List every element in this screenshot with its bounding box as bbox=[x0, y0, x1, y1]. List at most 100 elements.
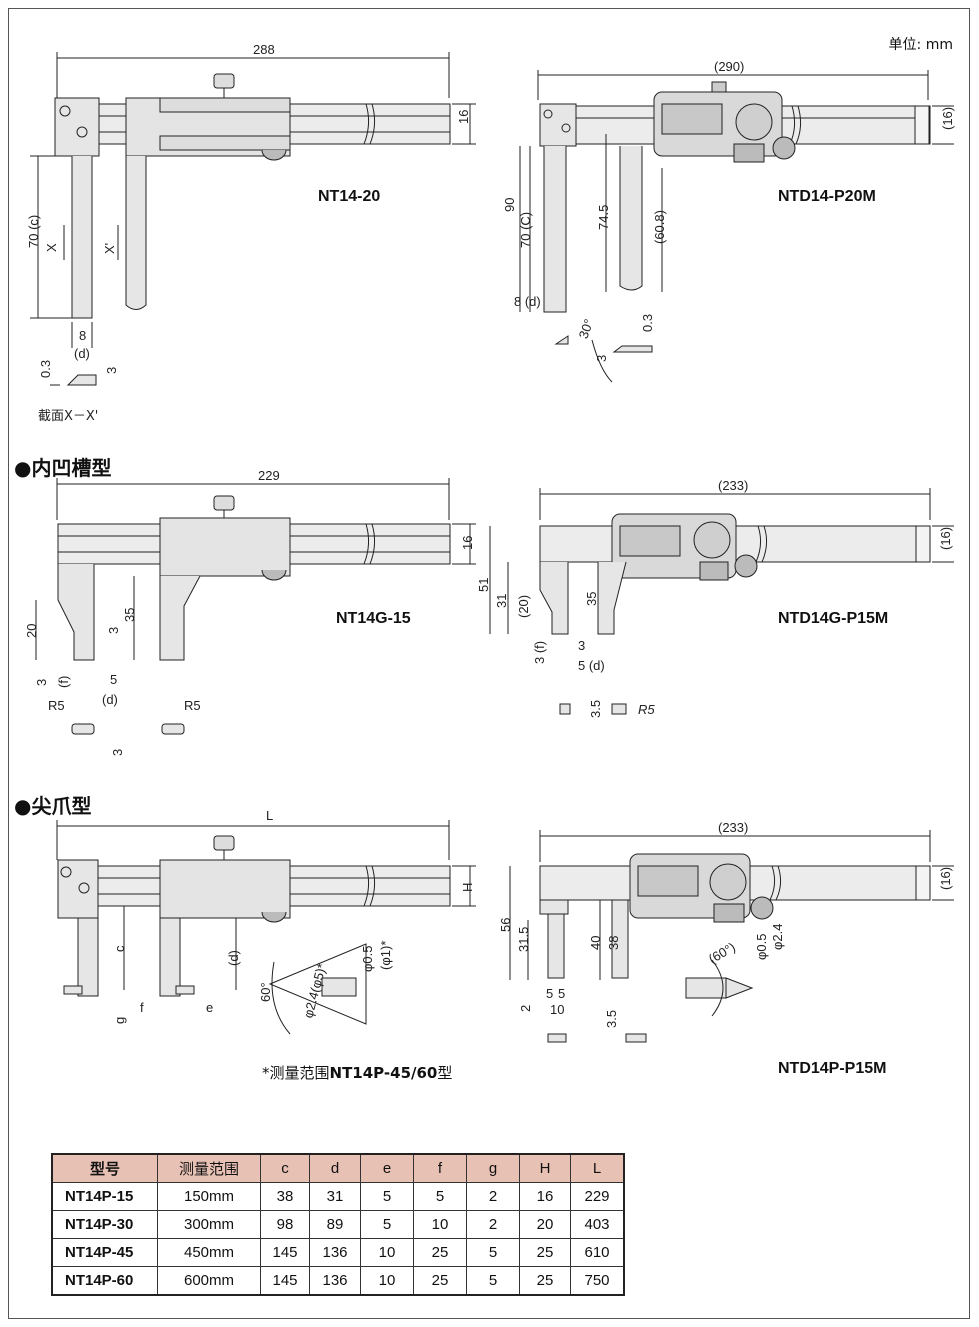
col-header-f: f bbox=[413, 1153, 467, 1183]
cell-h: 20 bbox=[519, 1210, 571, 1239]
svg-text:35: 35 bbox=[122, 608, 137, 622]
cell-model: NT14P-45 bbox=[51, 1238, 158, 1267]
svg-text:(60.8): (60.8) bbox=[652, 210, 667, 244]
svg-text:3: 3 bbox=[106, 627, 121, 634]
svg-text:5 (d): 5 (d) bbox=[578, 658, 605, 673]
svg-text:X': X' bbox=[102, 243, 117, 254]
cell-f: 25 bbox=[413, 1238, 467, 1267]
range-note: *测量范围NT14P-45/60型 bbox=[262, 1062, 452, 1083]
svg-text:(d): (d) bbox=[102, 692, 118, 707]
svg-text:(d): (d) bbox=[74, 346, 90, 361]
section-label: 截面X－X' bbox=[38, 409, 98, 424]
svg-text:(60°): (60°) bbox=[706, 939, 738, 966]
cell-d: 136 bbox=[309, 1238, 361, 1267]
svg-text:16: 16 bbox=[456, 110, 471, 124]
svg-text:φ2.4: φ2.4 bbox=[770, 923, 785, 950]
table-row: NT14P-60 600mm 145 136 10 25 5 25 750 bbox=[51, 1266, 625, 1296]
svg-text:3: 3 bbox=[110, 749, 125, 756]
nt14g-15-drawing: 229 16 20 35 3 3 (f) 5 (d) bbox=[24, 468, 476, 756]
cell-e: 10 bbox=[360, 1266, 414, 1296]
svg-text:3: 3 bbox=[34, 679, 49, 686]
cell-g: 2 bbox=[466, 1182, 520, 1211]
note-models: NT14P-45/60 bbox=[329, 1064, 438, 1082]
page-frame bbox=[8, 8, 970, 1319]
col-header-e: e bbox=[360, 1153, 414, 1183]
cell-range: 450mm bbox=[157, 1238, 261, 1267]
svg-text:51: 51 bbox=[476, 578, 491, 592]
svg-text:φ0.5: φ0.5 bbox=[754, 933, 769, 960]
svg-text:30°: 30° bbox=[576, 317, 597, 341]
cell-range: 600mm bbox=[157, 1266, 261, 1296]
ntd14-p20m-drawing: (290) 90 70 (C) 74.5 ( bbox=[502, 59, 955, 383]
svg-text:c: c bbox=[112, 945, 127, 952]
svg-text:3: 3 bbox=[594, 355, 609, 362]
cell-model: NT14P-60 bbox=[51, 1266, 158, 1296]
cell-range: 150mm bbox=[157, 1182, 261, 1211]
cell-c: 98 bbox=[260, 1210, 310, 1239]
table-row: NT14P-30 300mm 98 89 5 10 2 20 403 bbox=[51, 1210, 625, 1239]
svg-text:8: 8 bbox=[79, 328, 86, 343]
svg-text:16: 16 bbox=[460, 536, 475, 550]
svg-text:(290): (290) bbox=[714, 59, 744, 74]
unit-label: 单位: mm bbox=[888, 37, 953, 53]
svg-text:3: 3 bbox=[578, 638, 585, 653]
cell-c: 38 bbox=[260, 1182, 310, 1211]
model-label-ntd14p-p15m: NTD14P-P15M bbox=[778, 1060, 887, 1077]
section-title-pointed: ●尖爪型 bbox=[14, 794, 92, 818]
svg-text:L: L bbox=[266, 808, 273, 823]
note-suffix: 型 bbox=[437, 1064, 453, 1082]
svg-text:(233): (233) bbox=[718, 478, 748, 493]
svg-text:38: 38 bbox=[606, 936, 621, 950]
cell-l: 610 bbox=[570, 1238, 625, 1267]
cell-g: 2 bbox=[466, 1210, 520, 1239]
cell-e: 5 bbox=[360, 1210, 414, 1239]
svg-text:H: H bbox=[460, 883, 475, 892]
col-header-d: d bbox=[309, 1153, 361, 1183]
cell-model: NT14P-15 bbox=[51, 1182, 158, 1211]
table-row: NT14P-45 450mm 145 136 10 25 5 25 610 bbox=[51, 1238, 625, 1267]
svg-text:(16): (16) bbox=[938, 867, 953, 890]
svg-text:70 (c): 70 (c) bbox=[26, 215, 41, 248]
svg-text:20: 20 bbox=[24, 624, 39, 638]
svg-text:(16): (16) bbox=[938, 527, 953, 550]
cell-l: 750 bbox=[570, 1266, 625, 1296]
spec-table: 型号 测量范围 c d e f g H L NT14P-15 150mm 38 … bbox=[51, 1153, 625, 1296]
svg-text:f: f bbox=[140, 1000, 144, 1015]
svg-text:g: g bbox=[112, 1017, 127, 1024]
svg-text:31: 31 bbox=[494, 594, 509, 608]
svg-text:8 (d): 8 (d) bbox=[514, 294, 541, 309]
svg-text:35: 35 bbox=[584, 592, 599, 606]
cell-f: 25 bbox=[413, 1266, 467, 1296]
svg-text:(d): (d) bbox=[226, 950, 241, 966]
svg-text:(f): (f) bbox=[56, 676, 71, 688]
svg-text:56: 56 bbox=[498, 918, 513, 932]
col-header-model: 型号 bbox=[51, 1153, 158, 1183]
cell-f: 5 bbox=[413, 1182, 467, 1211]
svg-text:(233): (233) bbox=[718, 820, 748, 835]
cell-model: NT14P-30 bbox=[51, 1210, 158, 1239]
svg-text:31.5: 31.5 bbox=[516, 927, 531, 952]
svg-text:0.3: 0.3 bbox=[640, 314, 655, 332]
svg-text:3.5: 3.5 bbox=[604, 1010, 619, 1028]
svg-text:74.5: 74.5 bbox=[596, 205, 611, 230]
svg-text:60°: 60° bbox=[258, 982, 273, 1002]
svg-text:(16): (16) bbox=[940, 107, 955, 130]
col-header-c: c bbox=[260, 1153, 310, 1183]
cell-e: 10 bbox=[360, 1238, 414, 1267]
svg-text:X: X bbox=[44, 243, 59, 252]
cell-g: 5 bbox=[466, 1266, 520, 1296]
model-label-nt14-20: NT14-20 bbox=[318, 188, 381, 205]
svg-text:3.5: 3.5 bbox=[588, 700, 603, 718]
col-header-l: L bbox=[570, 1153, 625, 1183]
cell-l: 229 bbox=[570, 1182, 625, 1211]
svg-text:R5: R5 bbox=[638, 702, 655, 717]
model-label-ntd14g-p15m: NTD14G-P15M bbox=[778, 610, 889, 627]
cell-g: 5 bbox=[466, 1238, 520, 1267]
svg-text:2: 2 bbox=[518, 1005, 533, 1012]
section-title-groove: ●内凹槽型 bbox=[14, 456, 112, 480]
svg-text:229: 229 bbox=[258, 468, 280, 483]
ntd14g-p15m-drawing: (233) (16) 51 31 (20) 35 3 (f) 3 5 (d) bbox=[476, 478, 954, 718]
cell-d: 31 bbox=[309, 1182, 361, 1211]
pointed-jaw-drawing: L H c (d) g f e bbox=[56, 808, 476, 1035]
